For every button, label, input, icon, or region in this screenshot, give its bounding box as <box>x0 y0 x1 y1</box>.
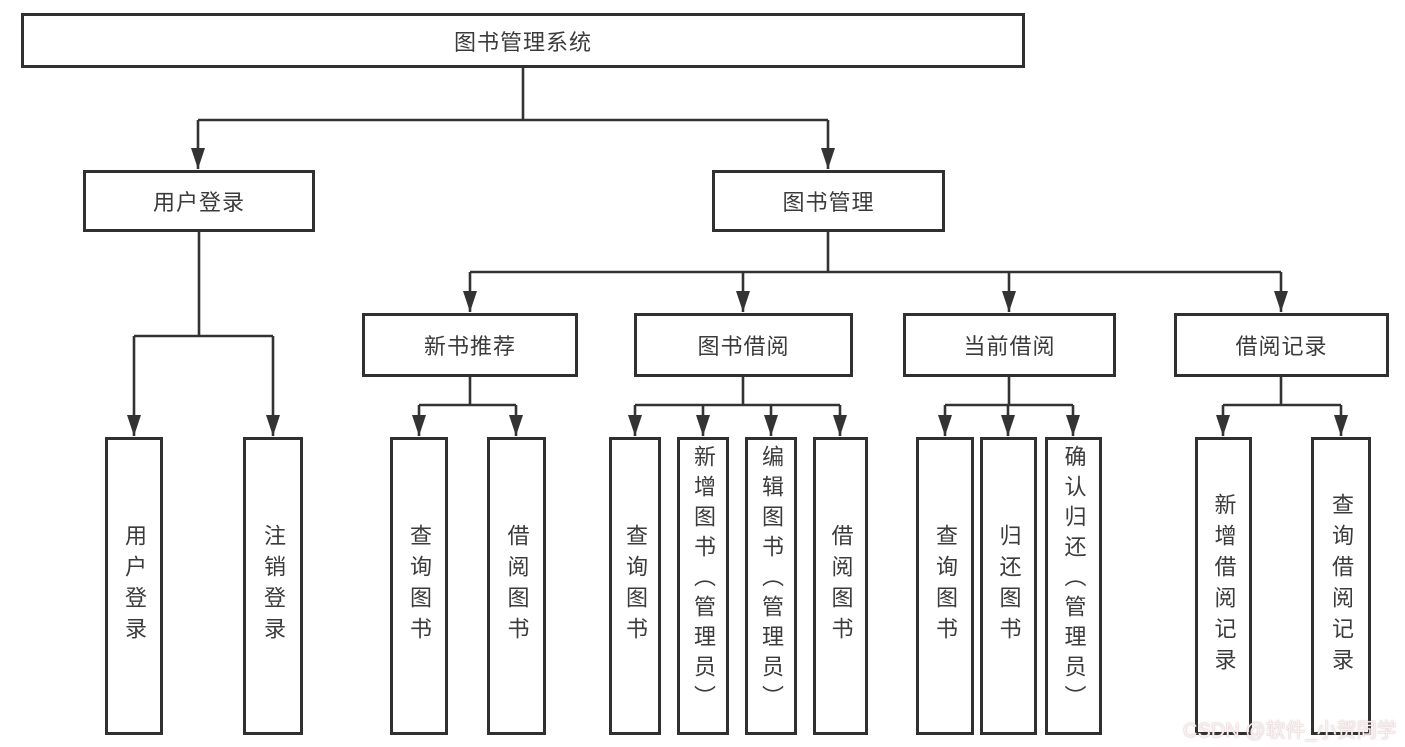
node-label: 用户登录 <box>152 190 245 215</box>
leaf-label: 借阅图书 <box>828 524 854 648</box>
node-label: 图书管理 <box>782 190 875 215</box>
leaf-label: 用户登录 <box>122 524 147 648</box>
leaf-user-login: 用户登录 <box>105 437 163 735</box>
node-new-book-recommend: 新书推荐 <box>362 313 578 377</box>
node-label: 图书管理系统 <box>453 29 592 55</box>
node-label: 借阅记录 <box>1235 334 1328 359</box>
node-book-borrowing: 图书借阅 <box>634 313 853 377</box>
node-root-library-system: 图书管理系统 <box>21 13 1025 68</box>
leaf-label: 查询借阅记录 <box>1329 493 1354 679</box>
leaf-label: 编辑图书（管理员） <box>759 445 784 715</box>
leaf-query-book-recommend: 查询图书 <box>390 437 448 735</box>
leaf-label: 查询图书 <box>623 524 648 648</box>
leaf-label: 借阅图书 <box>504 524 530 648</box>
node-current-borrowing: 当前借阅 <box>903 313 1116 377</box>
connector-trunks <box>134 68 1341 407</box>
leaf-label: 新增借阅记录 <box>1211 493 1237 679</box>
node-label: 新书推荐 <box>423 334 516 359</box>
leaf-logout-login: 注销登录 <box>243 437 303 735</box>
node-user-login: 用户登录 <box>83 170 315 232</box>
node-label: 当前借阅 <box>963 334 1056 359</box>
leaf-edit-book-admin: 编辑图书（管理员） <box>745 437 797 735</box>
leaf-label: 确认归还（管理员） <box>1061 445 1087 715</box>
leaf-return-book: 归还图书 <box>980 437 1037 735</box>
leaf-label: 归还图书 <box>996 524 1022 648</box>
node-book-management: 图书管理 <box>712 170 945 232</box>
leaf-label: 新增图书（管理员） <box>691 445 716 715</box>
leaf-query-borrow-record: 查询借阅记录 <box>1311 437 1371 735</box>
leaf-add-book-admin: 新增图书（管理员） <box>677 437 729 735</box>
leaf-query-book-current: 查询图书 <box>916 437 974 735</box>
node-borrowing-records: 借阅记录 <box>1174 313 1389 377</box>
leaf-label: 注销登录 <box>261 524 286 648</box>
csdn-watermark: CSDN @软件_小贺同学 <box>1183 720 1397 742</box>
leaf-confirm-return-admin: 确认归还（管理员） <box>1045 437 1102 735</box>
leaf-label: 查询图书 <box>933 524 958 648</box>
leaf-add-borrow-record: 新增借阅记录 <box>1195 437 1252 735</box>
leaf-label: 查询图书 <box>407 524 432 648</box>
node-label: 图书借阅 <box>697 334 790 359</box>
leaf-query-book-borrowing: 查询图书 <box>609 437 661 735</box>
leaf-borrow-book-borrowing: 借阅图书 <box>813 437 868 735</box>
leaf-borrow-book-recommend: 借阅图书 <box>487 437 546 735</box>
